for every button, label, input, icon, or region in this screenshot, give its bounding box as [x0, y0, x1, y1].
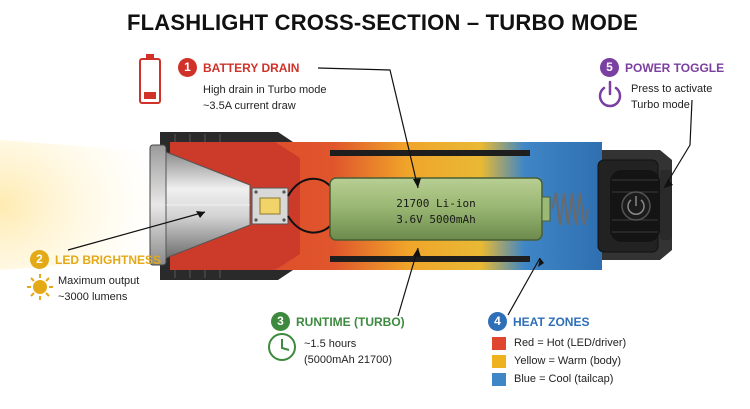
grip-ridges: [330, 150, 530, 262]
end-cap: [660, 170, 672, 240]
legend-text: Yellow = Warm (body): [514, 355, 622, 367]
callout-title: BATTERY DRAIN: [203, 60, 300, 75]
callout-led-brightness: 2 LED BRIGHTNESS Maximum output ~3000 lum…: [30, 250, 161, 305]
legend-item: Red = Hot (LED/driver): [492, 337, 626, 355]
legend-swatch-yellow: [492, 355, 506, 368]
callout-line: ~1.5 hours: [304, 338, 357, 350]
ridge-marks: [174, 134, 221, 278]
driver-wire: [287, 177, 331, 197]
led-chip: [259, 197, 281, 215]
callout-number: 4: [488, 312, 507, 331]
callout-number: 2: [30, 250, 49, 269]
sun-icon: [27, 274, 53, 300]
callout-number: 3: [271, 312, 290, 331]
callout-line: Press to activate: [631, 83, 713, 95]
legend-swatch-blue: [492, 373, 506, 386]
callout-line: Maximum output: [58, 275, 140, 287]
leader-lines: [67, 67, 693, 317]
callout-line: ~3.5A current draw: [203, 100, 296, 112]
callout-runtime: 3 RUNTIME (TURBO) ~1.5 hours (5000mAh 217…: [271, 312, 405, 368]
power-icon: [598, 80, 622, 108]
bezel: [149, 144, 167, 266]
spring: [551, 192, 589, 226]
battery-low-icon: [139, 54, 161, 104]
callout-line: High drain in Turbo mode: [203, 84, 327, 96]
battery-label-line1: 21700 Li-ion: [396, 197, 475, 210]
callout-title: RUNTIME (TURBO): [296, 314, 405, 329]
callout-number: 5: [600, 58, 619, 77]
clock-icon: [268, 333, 296, 361]
callout-line: Turbo mode: [631, 99, 690, 111]
callout-title: LED BRIGHTNESS: [55, 252, 162, 267]
callout-number: 1: [178, 58, 197, 77]
callout-line: (5000mAh 21700): [304, 354, 393, 366]
legend-item: Blue = Cool (tailcap): [492, 373, 626, 391]
callout-title: POWER TOGGLE: [625, 60, 725, 75]
legend-text: Red = Hot (LED/driver): [514, 337, 627, 349]
callout-power-toggle: 5 POWER TOGGLE Press to activate Turbo mo…: [600, 58, 724, 113]
heat-legend: Red = Hot (LED/driver) Yellow = Warm (bo…: [492, 337, 626, 391]
legend-item: Yellow = Warm (body): [492, 355, 626, 373]
callout-heat-zones: 4 HEAT ZONES Red = Hot (LED/driver) Yello…: [488, 312, 626, 391]
legend-text: Blue = Cool (tailcap): [514, 373, 614, 385]
legend-swatch-red: [492, 337, 506, 350]
leader-arrowheads: [196, 178, 673, 267]
callout-title: HEAT ZONES: [513, 314, 590, 329]
light-beam: [0, 140, 160, 270]
page-title: FLASHLIGHT CROSS-SECTION – TURBO MODE: [127, 10, 638, 35]
battery-label-line2: 3.6V 5000mAh: [396, 213, 475, 226]
callout-line: ~3000 lumens: [58, 291, 128, 303]
